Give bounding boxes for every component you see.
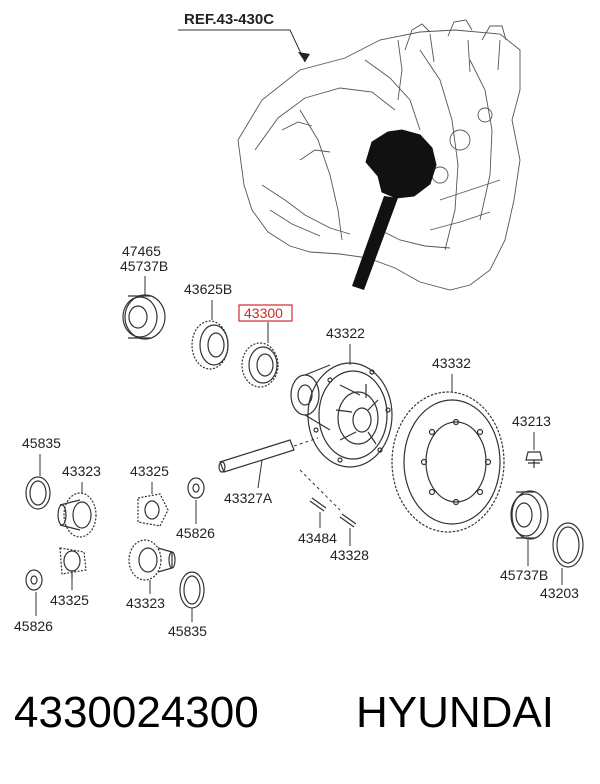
pinion-gear-43325-mid — [137, 493, 169, 527]
label-45826-mid: 45826 — [176, 525, 215, 541]
pinion-gear-43325-left — [59, 547, 87, 578]
label-45737b-top: 45737B — [120, 258, 168, 274]
label-43327a: 43327A — [224, 490, 273, 506]
bolt-43213 — [525, 451, 543, 468]
label-43323-mid: 43323 — [126, 595, 165, 611]
label-43484: 43484 — [298, 530, 337, 546]
label-43332: 43332 — [432, 355, 471, 371]
label-47465: 47465 — [122, 243, 161, 259]
side-gear-43323-left — [57, 492, 97, 538]
part-number: 4330024300 — [14, 688, 259, 737]
label-43325-mid: 43325 — [130, 463, 169, 479]
washer-45826-left — [25, 569, 43, 591]
pinion-shaft-43327a — [218, 437, 319, 473]
housing-strap-shape — [352, 196, 398, 290]
label-43328: 43328 — [330, 547, 369, 563]
brand-name: HYUNDAI — [356, 688, 555, 737]
final-gear-43332 — [391, 391, 505, 533]
label-43203: 43203 — [540, 585, 579, 601]
differential-case-43322 — [290, 362, 393, 468]
transmission-housing-illustration — [237, 19, 521, 291]
ring-gear-43625b — [191, 320, 229, 370]
label-43625b: 43625B — [184, 281, 232, 297]
washer-45835-left — [25, 476, 51, 510]
highlight-box-43300 — [238, 304, 293, 322]
washer-45826-mid — [187, 477, 205, 499]
label-43213: 43213 — [512, 413, 551, 429]
reference-arrowhead — [298, 52, 310, 62]
washer-45835-mid — [179, 571, 205, 609]
housing-cover-shape — [365, 129, 437, 199]
label-43322: 43322 — [326, 325, 365, 341]
label-43323-left: 43323 — [62, 463, 101, 479]
side-gear-43323-mid — [128, 539, 176, 581]
pin-43328 — [339, 513, 357, 528]
leader-43327a — [257, 459, 263, 489]
label-45835-left: 45835 — [22, 435, 61, 451]
reference-label: REF.43-430C — [184, 11, 274, 28]
shim-43203 — [552, 522, 584, 568]
label-45835-mid: 45835 — [168, 623, 207, 639]
label-45737b-bottom: 45737B — [500, 567, 548, 583]
bearing-top-left — [122, 294, 166, 340]
label-45826-left: 45826 — [14, 618, 53, 634]
gear-43300 — [241, 342, 279, 388]
bearing-bottom-right — [510, 490, 549, 540]
label-43325-left: 43325 — [50, 592, 89, 608]
label-43300: 43300 — [244, 305, 283, 321]
reference-leader — [178, 29, 306, 63]
pin-43484 — [309, 497, 327, 512]
